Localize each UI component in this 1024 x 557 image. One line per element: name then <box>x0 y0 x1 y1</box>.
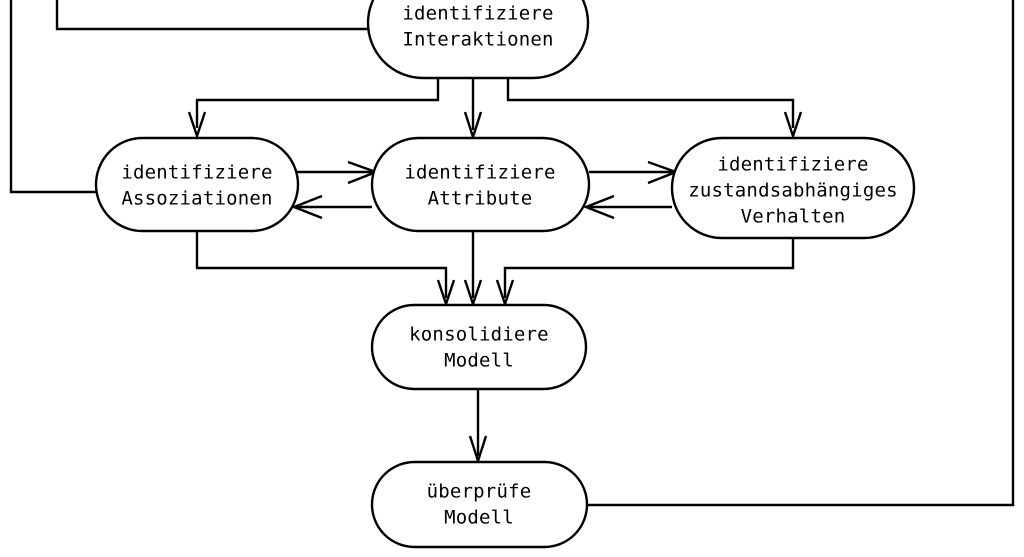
node-label-interaktionen-line1: identifiziere <box>402 3 553 25</box>
node-label-konsolidiere-line1: konsolidiere <box>409 324 549 346</box>
node-shape-interaktionen <box>366 0 590 80</box>
arrowhead-attribute-assoziationen <box>290 194 323 220</box>
node-label-interaktionen-line2: Interaktionen <box>402 29 553 51</box>
arrowhead-interaktionen-zustandsverhalten <box>783 111 803 140</box>
node-label-zustandsverhalten-line2: zustandsabhängiges <box>688 180 898 202</box>
node-shape-assoziationen <box>94 136 300 233</box>
arrowhead-interaktionen-assoziationen <box>187 111 207 140</box>
node-identifiziere-assoziationen[interactable]: identifiziere Assoziationen <box>94 136 300 233</box>
edge-zustandsverhalten-konsolidiere <box>503 238 795 298</box>
node-label-konsolidiere-line2: Modell <box>444 350 514 372</box>
node-identifiziere-interaktionen[interactable]: identifiziere Interaktionen <box>366 0 590 80</box>
edge-ueberpruefe-feedback <box>586 0 1015 507</box>
edge-interaktionen-zustandsverhalten <box>506 78 795 128</box>
edge-feedback-to-assoziationen <box>9 0 98 194</box>
node-identifiziere-zustandsabhaengiges-verhalten[interactable]: identifiziere zustandsabhängiges Verhalt… <box>670 136 916 240</box>
node-label-assoziationen-line2: Assoziationen <box>121 188 272 210</box>
node-layer: identifiziere Interaktionen identifizier… <box>94 0 916 549</box>
edge-feedback-to-interaktionen <box>55 0 370 31</box>
node-label-ueberpruefe-line2: Modell <box>444 507 514 529</box>
node-label-attribute-line2: Attribute <box>428 188 533 210</box>
node-shape-ueberpruefe <box>370 460 589 549</box>
arrowhead-zustandsverhalten-attribute <box>582 194 615 220</box>
node-konsolidiere-modell[interactable]: konsolidiere Modell <box>370 303 588 391</box>
edge-interaktionen-assoziationen <box>195 78 440 128</box>
node-identifiziere-attribute[interactable]: identifiziere Attribute <box>370 136 591 233</box>
node-label-zustandsverhalten-line3: Verhalten <box>741 206 846 228</box>
edge-layer <box>9 0 1015 507</box>
node-shape-konsolidiere <box>370 303 588 391</box>
edge-assoziationen-konsolidiere <box>195 231 448 298</box>
node-label-zustandsverhalten-line1: identifiziere <box>717 154 868 176</box>
node-label-ueberpruefe-line1: überprüfe <box>427 481 532 503</box>
node-ueberpruefe-modell[interactable]: überprüfe Modell <box>370 460 589 549</box>
node-shape-zustandsverhalten <box>670 136 916 240</box>
node-label-attribute-line1: identifiziere <box>404 162 555 184</box>
node-label-assoziationen-line1: identifiziere <box>121 162 272 184</box>
node-shape-attribute <box>370 136 591 233</box>
